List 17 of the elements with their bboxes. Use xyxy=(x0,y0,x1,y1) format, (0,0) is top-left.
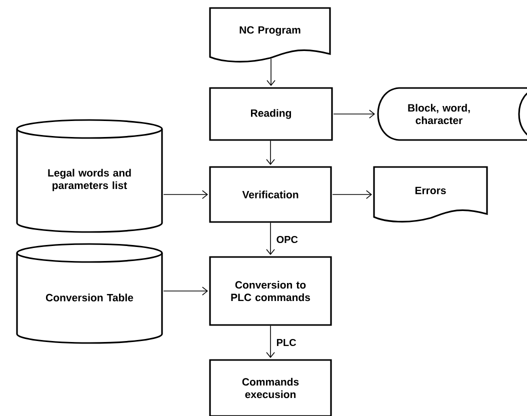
process-box: Conversion to PLC commands xyxy=(209,256,332,326)
database-cylinder: Legal words and parameters list xyxy=(16,119,163,233)
database-cylinder: Conversion Table xyxy=(16,243,163,344)
arrow xyxy=(163,286,208,296)
process-box: Reading xyxy=(209,87,333,141)
arrow xyxy=(163,190,208,199)
edge-label: OPC xyxy=(275,234,299,244)
process-box: Verification xyxy=(209,166,332,223)
process-box: Commands execusion xyxy=(209,359,332,416)
edge-label: PLC xyxy=(275,338,298,348)
arrow xyxy=(266,58,276,86)
arrow xyxy=(333,110,375,118)
arrow xyxy=(332,190,372,199)
arrow xyxy=(266,140,275,165)
arrow xyxy=(266,222,275,255)
stored-data-shape: Block, word, character xyxy=(377,87,527,141)
arrow xyxy=(266,325,275,358)
